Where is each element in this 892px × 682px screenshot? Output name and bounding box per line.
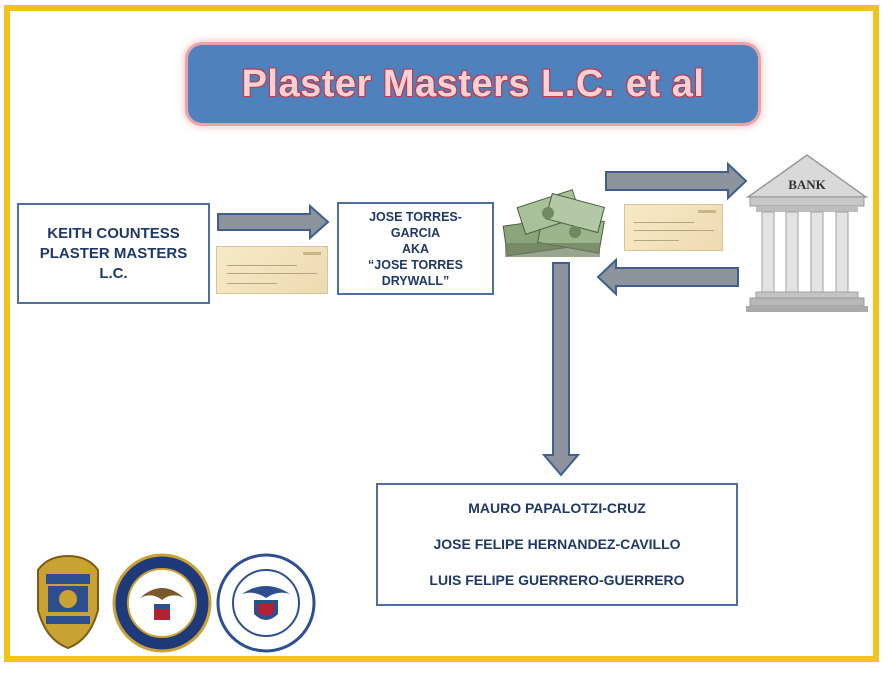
title-banner: Plaster Masters L.C. et al [188, 45, 758, 123]
node-line: AKA [401, 241, 430, 256]
money-stack-icon [502, 189, 606, 257]
bank-label: BANK [788, 177, 826, 192]
arrow-right [605, 161, 748, 201]
doj-seal-icon [112, 553, 212, 653]
node-line: KEITH COUNTESS [47, 224, 180, 242]
bank-building-icon [745, 154, 869, 312]
node-jose-torres-garcia: JOSE TORRES- GARCIA AKA “JOSE TORRES DRY… [337, 202, 494, 295]
recipient-name: MAURO PAPALOTZI-CRUZ [468, 500, 646, 517]
dhs-seal-icon [216, 553, 316, 653]
node-line: PLASTER MASTERS [39, 244, 188, 262]
node-line: L.C. [99, 264, 128, 282]
check-icon [624, 204, 723, 251]
check-icon [216, 246, 328, 294]
irs-badge-icon [37, 554, 99, 650]
node-line: DRYWALL” [381, 273, 450, 288]
recipient-name: LUIS FELIPE GUERRERO-GUERRERO [429, 571, 685, 588]
page-title: Plaster Masters L.C. et al [241, 62, 705, 105]
arrow-down [541, 262, 581, 477]
node-line: GARCIA [390, 225, 441, 240]
node-line: “JOSE TORRES [368, 257, 463, 272]
node-keith-countess: KEITH COUNTESS PLASTER MASTERS L.C. [17, 203, 210, 304]
recipient-name: JOSE FELIPE HERNANDEZ-CAVILLO [433, 535, 681, 552]
node-recipients: MAURO PAPALOTZI-CRUZ JOSE FELIPE HERNAND… [376, 483, 738, 606]
arrow-right [217, 203, 330, 241]
node-line: JOSE TORRES- [369, 209, 462, 224]
arrow-left [596, 257, 739, 297]
